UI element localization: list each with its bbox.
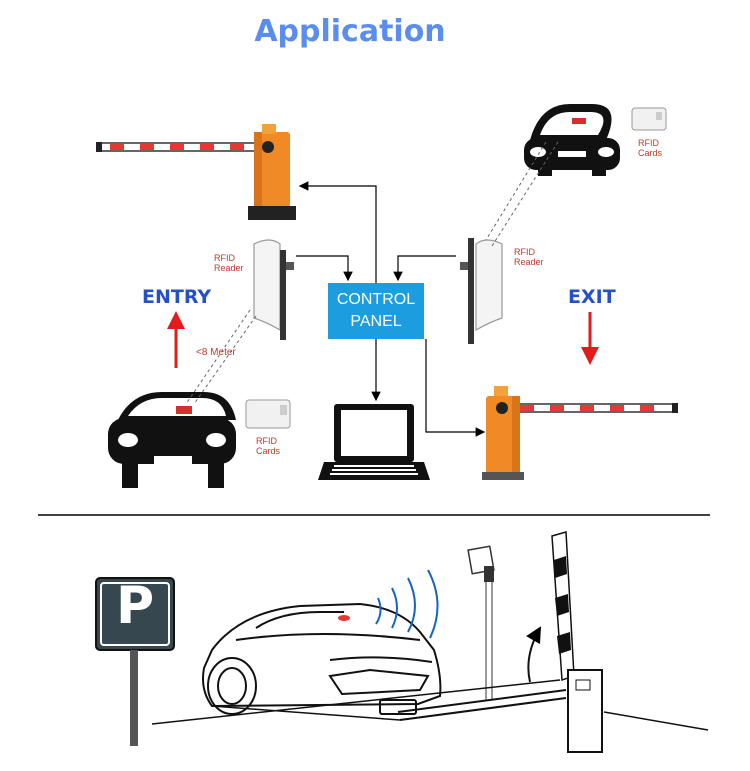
label-line: RFID <box>638 138 659 148</box>
parking-barrier-icon <box>397 531 603 753</box>
car-top-right-icon <box>524 104 620 176</box>
label-line: RFID <box>256 436 277 446</box>
rfid-cards-bottom-label: RFID Cards <box>256 436 280 456</box>
rfid-reader-left-icon <box>253 239 294 340</box>
label-line: Reader <box>214 263 244 273</box>
control-panel-line2: PANEL <box>350 313 402 330</box>
label-line: Cards <box>638 148 663 158</box>
rfid-reader-right-icon <box>460 238 503 344</box>
control-panel-box: CONTROL PANEL <box>328 283 424 339</box>
wifi-signal-icon <box>375 569 439 639</box>
barrier-gate-entry-icon <box>96 124 296 220</box>
car-rfid-tag-icon <box>338 615 350 621</box>
parking-sign-letter: P <box>115 576 155 636</box>
distance-label: <8 Meter <box>196 347 236 358</box>
label-line: RFID <box>214 253 235 263</box>
laptop-icon <box>318 404 430 480</box>
parking-sign-icon <box>95 577 175 746</box>
rfid-reader-pole-icon <box>467 545 495 701</box>
exit-label: EXIT <box>568 286 616 308</box>
control-panel-line1: CONTROL <box>336 291 416 308</box>
page-title: Application <box>254 14 446 49</box>
rfid-card-bottom-icon <box>245 399 291 429</box>
car-bottom-left-icon <box>108 392 236 488</box>
road-lines <box>151 679 709 731</box>
label-line: RFID <box>514 247 535 257</box>
rfid-reader-left-label: RFID Reader <box>214 253 244 273</box>
car-side-sketch-icon <box>202 602 442 715</box>
label-line: Reader <box>514 257 544 267</box>
label-line: Cards <box>256 446 281 456</box>
barrier-gate-exit-icon <box>482 386 678 480</box>
rfid-reader-right-label: RFID Reader <box>514 247 544 267</box>
connector-lines <box>296 181 486 437</box>
entry-label: ENTRY <box>142 286 212 308</box>
rfid-card-top-icon <box>631 107 667 131</box>
rf-signal-lines <box>185 141 559 405</box>
rfid-cards-top-label: RFID Cards <box>638 138 662 158</box>
